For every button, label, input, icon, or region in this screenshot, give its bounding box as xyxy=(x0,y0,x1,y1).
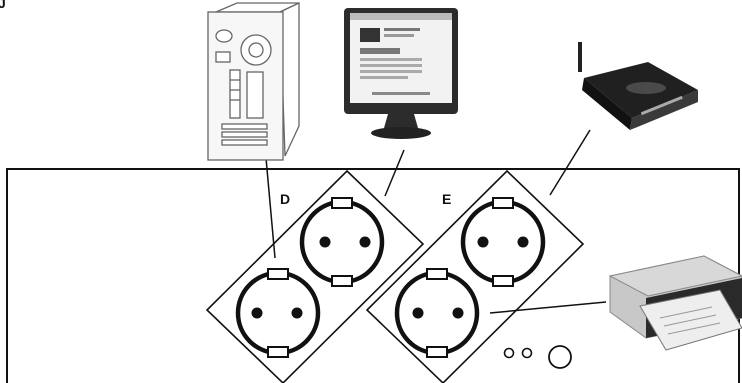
corner-mark: J xyxy=(0,0,6,11)
socket-d-lower[interactable] xyxy=(235,268,321,358)
pc-tower-icon xyxy=(207,1,300,161)
monitor-cable xyxy=(384,149,405,197)
indicator-led-1 xyxy=(503,347,515,359)
power-strip-d: D xyxy=(205,169,425,383)
inkjet-printer-icon xyxy=(608,255,742,351)
socket-d-upper[interactable] xyxy=(299,197,385,287)
wifi-router-icon xyxy=(578,42,698,130)
power-switch[interactable] xyxy=(548,345,572,369)
indicator-led-2 xyxy=(521,347,533,359)
strip-d-label: D xyxy=(280,191,290,207)
socket-e-upper[interactable] xyxy=(460,197,546,287)
pc-cable xyxy=(265,157,276,259)
router-cable xyxy=(549,129,591,196)
monitor-icon xyxy=(344,8,458,139)
power-strip-e: E xyxy=(365,169,585,383)
strip-e-label: E xyxy=(442,191,451,207)
printer-cable xyxy=(489,301,607,314)
socket-e-lower[interactable] xyxy=(394,268,480,358)
